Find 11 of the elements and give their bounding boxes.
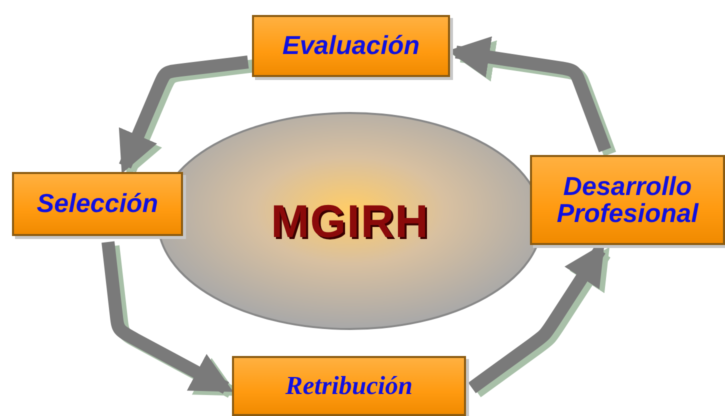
node-label: MGIRH <box>270 194 430 248</box>
curved-arrow <box>118 56 249 174</box>
node-label: Evaluación <box>282 32 420 60</box>
node-label: Desarrollo Profesional <box>556 172 700 228</box>
scroll-banner <box>252 15 450 77</box>
node-label: Selección <box>36 190 158 218</box>
scroll-banner <box>232 356 466 416</box>
curved-arrow <box>102 241 234 394</box>
scroll-banner <box>12 172 183 236</box>
node-label: Retribución <box>285 372 413 400</box>
scroll-banner <box>530 155 725 245</box>
